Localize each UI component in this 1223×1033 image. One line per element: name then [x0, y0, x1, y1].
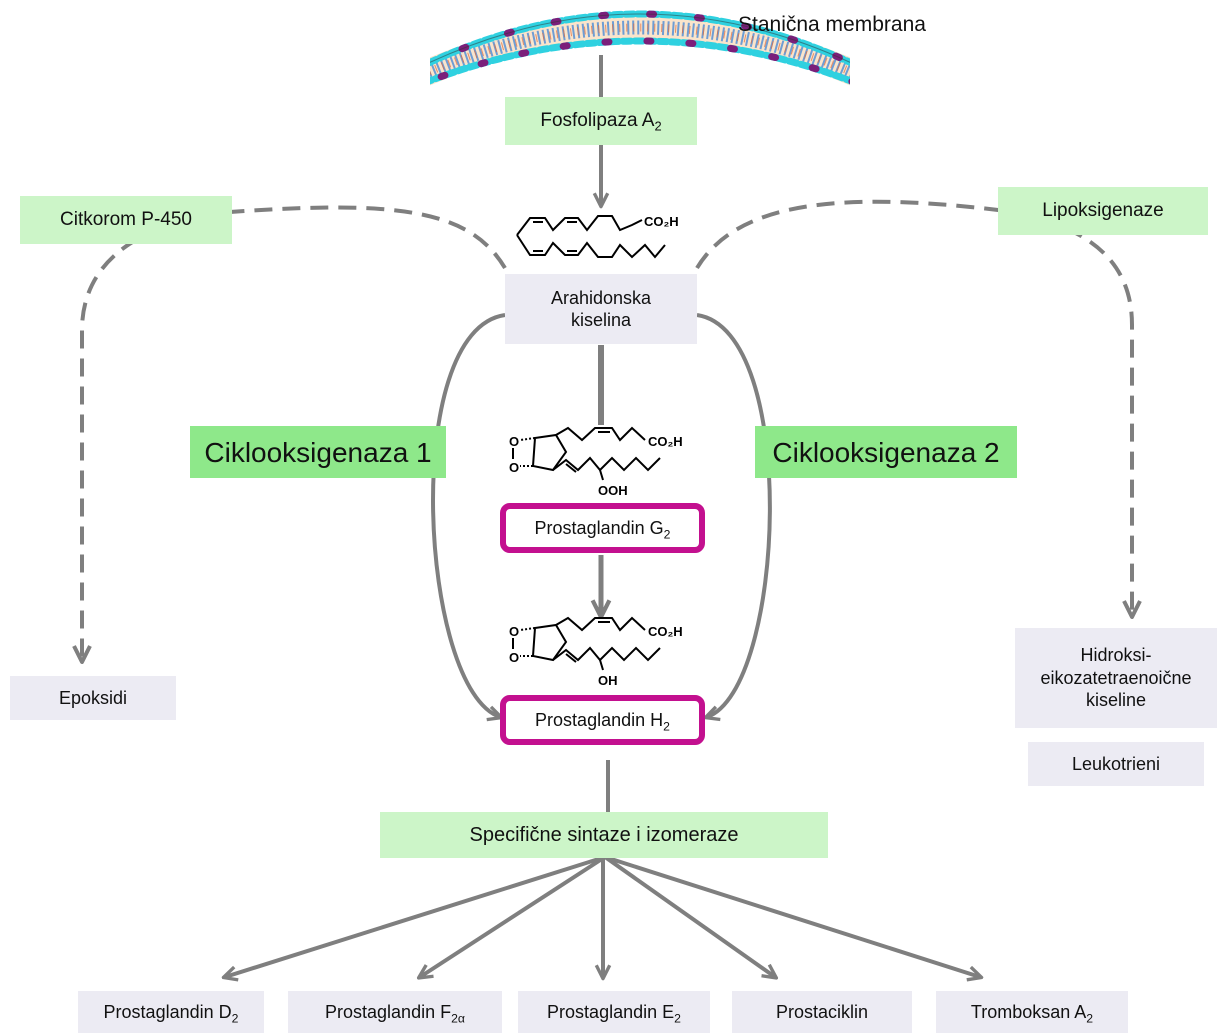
membrane-illustration	[430, 10, 850, 86]
product-label: Tromboksan A2	[970, 1001, 1094, 1026]
phospholipase-box: Fosfolipaza A2	[505, 97, 697, 145]
arachidonic-line2: kiselina	[570, 310, 632, 330]
arachidonic-acid-structure: CO₂H	[516, 214, 679, 259]
product-prostaglandin-f2a: Prostaglandin F2α	[288, 991, 502, 1033]
o-label-1: O	[509, 434, 519, 449]
phospholipase-label: Fosfolipaza A2	[540, 110, 662, 134]
cox1-loop-arrow	[431, 313, 506, 722]
product-thromboxane-a2: Tromboksan A2	[936, 991, 1128, 1033]
pgg2-structure: O O CO₂H OOH	[509, 426, 683, 498]
o-label-2: O	[509, 460, 519, 475]
cox1-label: Ciklooksigenaza 1	[204, 436, 432, 468]
co2h-label-1: CO₂H	[644, 214, 679, 229]
co2h-label-3: CO₂H	[648, 624, 683, 639]
product-prostaglandin-d2: Prostaglandin D2	[78, 991, 264, 1033]
product-label: Prostaciklin	[775, 1001, 869, 1022]
lipoxygenase-pathway-arrow	[695, 199, 1142, 619]
lipoxygenase-label: Lipoksigenaze	[1042, 200, 1164, 222]
pgh2-label: Prostaglandin H2	[535, 709, 670, 734]
membrane-label: Stanična membrana	[738, 13, 926, 36]
epoxides-box: Epoksidi	[10, 676, 176, 720]
hete-line1: Hidroksi-	[1080, 645, 1152, 666]
ooh-label: OOH	[598, 483, 628, 498]
pgh2-structure: O O CO₂H OH	[509, 616, 683, 688]
product-prostacyclin: Prostaciklin	[732, 991, 912, 1033]
product-prostaglandin-e2: Prostaglandin E2	[518, 991, 710, 1033]
o-label-3: O	[509, 624, 519, 639]
pgg2-box: Prostaglandin G2	[500, 503, 705, 553]
product-label: Prostaglandin E2	[547, 1001, 681, 1026]
synthases-box: Specifične sintaze i izomeraze	[380, 812, 828, 858]
lipoxygenase-box: Lipoksigenaze	[998, 187, 1208, 235]
cox2-box: Ciklooksigenaza 2	[755, 426, 1017, 478]
product-label: Prostaglandin D2	[103, 1001, 239, 1026]
epoxides-label: Epoksidi	[58, 687, 128, 708]
cox2-loop-arrow	[696, 313, 772, 722]
leukotrienes-label: Leukotrieni	[1071, 753, 1161, 774]
product-label: Prostaglandin F2α	[325, 1001, 465, 1026]
cytochrome-p450-box: Citkorom P-450	[20, 196, 232, 244]
o-label-4: O	[509, 650, 519, 665]
product-arrows	[221, 855, 984, 982]
leukotrienes-box: Leukotrieni	[1028, 742, 1204, 786]
cox2-label: Ciklooksigenaza 2	[772, 436, 1000, 468]
pgg2-label: Prostaglandin G2	[534, 517, 671, 542]
oh-label: OH	[598, 673, 618, 688]
co2h-label-2: CO₂H	[648, 434, 683, 449]
cytochrome-p450-label: Citkorom P-450	[60, 209, 192, 231]
arachidonic-acid-box: Arahidonska kiselina	[505, 274, 697, 344]
hete-line2: eikozatetraenoične	[1040, 667, 1192, 688]
synthases-label: Specifične sintaze i izomeraze	[469, 823, 739, 846]
hete-box: Hidroksi- eikozatetraenoične kiseline	[1015, 628, 1217, 728]
hete-line3: kiseline	[1085, 690, 1147, 711]
cox1-box: Ciklooksigenaza 1	[190, 426, 446, 478]
pgh2-box: Prostaglandin H2	[500, 695, 705, 745]
arachidonic-line1: Arahidonska	[550, 287, 652, 308]
